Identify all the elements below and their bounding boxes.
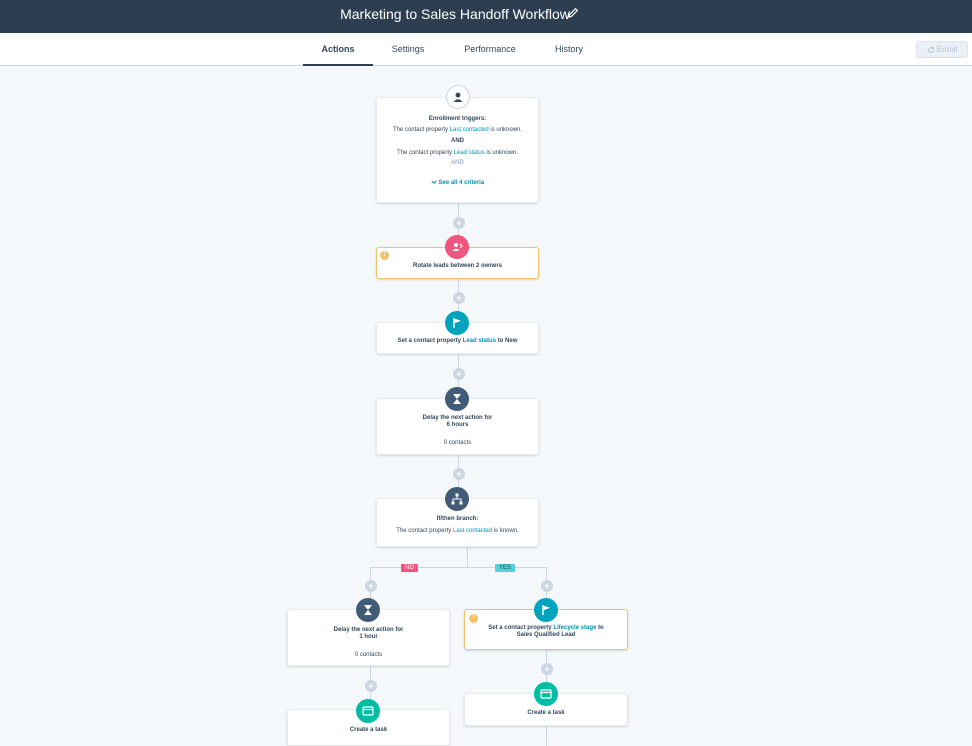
contact-icon (446, 85, 470, 109)
task-icon (356, 699, 380, 723)
yes-branch-tag: YES (495, 564, 516, 572)
criterion-text: The contact property (396, 528, 452, 534)
see-all-label: See all 4 criteria (438, 180, 485, 187)
delay-contacts: 0 contacts (443, 440, 472, 446)
top-bar (0, 0, 972, 33)
flag-icon (445, 311, 469, 335)
see-all-criteria-link[interactable]: See all 4 criteria (377, 180, 538, 186)
criterion-text: is unknown. (486, 150, 519, 156)
enroll-label: Enroll (936, 45, 958, 54)
set-property-text: Set a contact property Lifecycle stage t… (465, 625, 627, 631)
rotate-owner-icon (445, 235, 469, 259)
criterion-text: is unknown. (490, 127, 523, 133)
set-property-text: Set a contact property Lead status to Ne… (377, 338, 538, 344)
tab-actions[interactable]: Actions (303, 33, 373, 66)
property-value: Sales Qualified Lead (516, 632, 576, 638)
property-link[interactable]: Last contacted (452, 528, 493, 534)
tab-settings[interactable]: Settings (391, 44, 425, 54)
chevron-down-icon (431, 180, 437, 184)
tab-performance[interactable]: Performance (464, 44, 516, 54)
add-action-button[interactable]: + (541, 580, 553, 592)
branch-heading: If/then branch: (436, 516, 479, 522)
trigger-heading: Enrollment triggers: (428, 116, 487, 122)
action-text: Set a contact property (488, 625, 552, 631)
task-icon (534, 682, 558, 706)
enroll-button[interactable]: Enroll (916, 41, 968, 58)
task-label: Create a task (527, 710, 565, 716)
property-link[interactable]: Lead status (462, 338, 497, 344)
add-action-button[interactable]: + (453, 292, 465, 304)
refresh-icon (927, 45, 934, 53)
delay-line-2: 6 hours (446, 422, 469, 428)
hourglass-icon (356, 598, 380, 622)
warning-icon: ! (469, 614, 478, 623)
and-operator-faded: AND (451, 160, 464, 166)
connector-line (467, 547, 468, 568)
add-action-button[interactable]: + (453, 468, 465, 480)
rotate-label: Rotate leads between 2 owners (412, 263, 503, 269)
add-action-button[interactable]: + (453, 368, 465, 380)
add-action-button[interactable]: + (541, 663, 553, 675)
hourglass-icon (445, 387, 469, 411)
delay-line-1: Delay the next action for (422, 415, 493, 421)
trigger-criterion-1: The contact property Last contacted is u… (377, 127, 538, 133)
property-link[interactable]: Lead status (453, 150, 485, 156)
delay-line-1: Delay the next action for (333, 627, 404, 633)
connector-line (370, 567, 546, 568)
criterion-text: The contact property (392, 127, 448, 133)
delay-contacts: 0 contacts (354, 652, 383, 658)
action-text: to (598, 625, 604, 631)
criterion-text: The contact property (396, 150, 452, 156)
tab-bar (0, 33, 972, 66)
workflow-title[interactable]: Marketing to Sales Handoff Workflow (340, 6, 570, 22)
add-action-button[interactable]: + (365, 680, 377, 692)
action-text: to New (497, 338, 518, 344)
and-operator: AND (451, 138, 464, 144)
property-link[interactable]: Last contacted (449, 127, 489, 133)
no-branch-tag: NO (401, 564, 418, 572)
add-action-button[interactable]: + (453, 217, 465, 229)
trigger-criterion-2: The contact property Lead status is unkn… (377, 150, 538, 156)
tab-history[interactable]: History (554, 44, 583, 54)
criterion-text: is known. (493, 528, 519, 534)
edit-icon[interactable] (566, 6, 580, 20)
add-action-button[interactable]: + (365, 580, 377, 592)
task-label: Create a task (349, 727, 388, 733)
action-text: Set a contact property (397, 338, 461, 344)
workflow-canvas[interactable]: Enrollment triggers: The contact propert… (0, 66, 972, 746)
property-link[interactable]: Lifecycle stage (553, 625, 597, 631)
delay-line-2: 1 hour (359, 634, 378, 640)
enrollment-trigger-card[interactable]: Enrollment triggers: The contact propert… (376, 97, 539, 203)
connector-line (546, 726, 547, 746)
branch-icon (445, 487, 469, 511)
warning-icon: ! (380, 251, 389, 260)
branch-criterion: The contact property Last contacted is k… (377, 528, 538, 534)
flag-icon (534, 598, 558, 622)
